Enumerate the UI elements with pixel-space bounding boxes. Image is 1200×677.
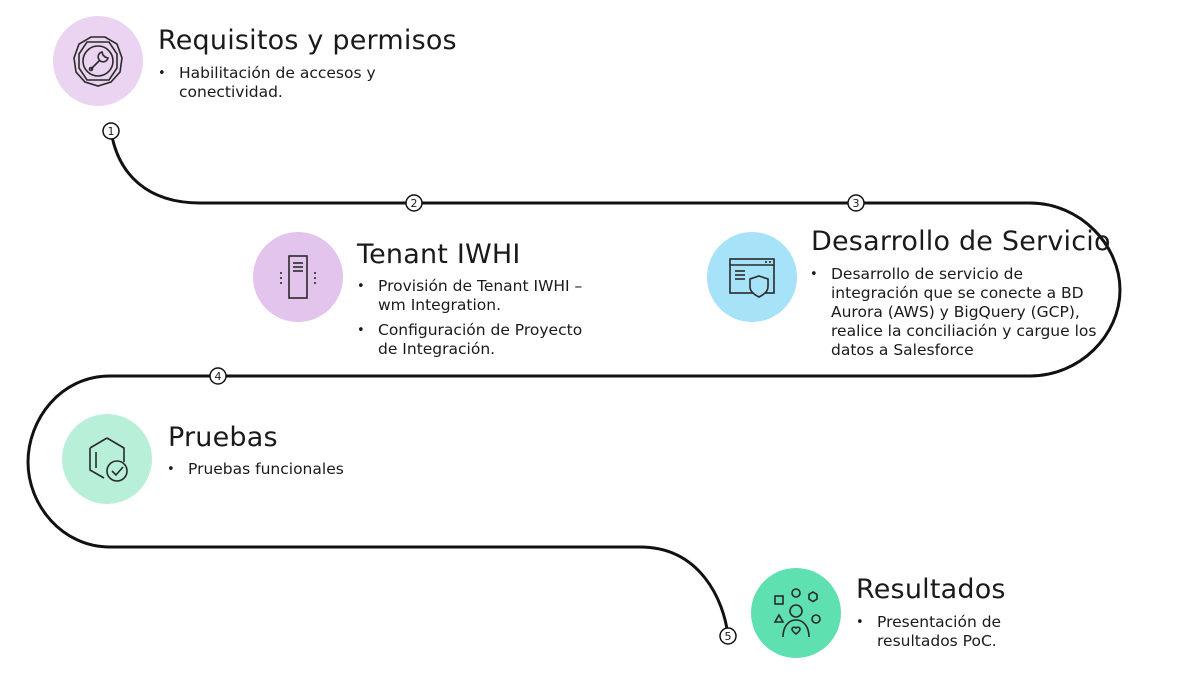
svg-text:1: 1 [108, 125, 115, 138]
server-icon [280, 255, 316, 299]
list-item: Presentación de resultados PoC. [856, 613, 1056, 651]
step-2-title: Tenant IWHI [357, 239, 521, 270]
svg-text:3: 3 [853, 197, 860, 210]
step-marker-5: 5 [719, 627, 737, 645]
svg-text:4: 4 [215, 370, 222, 383]
list-item: Configuración de Proyecto de Integración… [357, 321, 597, 359]
step-3-title: Desarrollo de Servicio [811, 226, 1111, 257]
svg-text:5: 5 [725, 630, 732, 643]
list-item: Habilitación de accesos y conectividad. [158, 64, 398, 102]
step-2-icon-circle [253, 232, 343, 322]
step-5-title: Resultados [856, 574, 1006, 605]
step-3-icon-circle [707, 232, 797, 322]
step-marker-1: 1 [102, 122, 120, 140]
step-3-bullets: Desarrollo de servicio de integración qu… [810, 265, 1100, 366]
step-5-icon-circle [751, 568, 841, 658]
step-marker-4: 4 [209, 367, 227, 385]
step-2-bullets: Provisión de Tenant IWHI – wm Integratio… [357, 277, 597, 365]
people-shapes-icon [773, 588, 821, 638]
step-4-title: Pruebas [168, 422, 278, 453]
list-item: Provisión de Tenant IWHI – wm Integratio… [357, 277, 597, 315]
wrench-icon [73, 36, 123, 87]
hexagon-check-icon [89, 437, 128, 482]
svg-text:2: 2 [411, 197, 418, 210]
step-1-icon-circle [53, 16, 143, 106]
step-marker-3: 3 [847, 194, 865, 212]
step-1-title: Requisitos y permisos [158, 25, 457, 56]
roadmap-line [26, 130, 1122, 637]
step-4-icon-circle [62, 414, 152, 504]
step-1-bullets: Habilitación de accesos y conectividad. [158, 64, 398, 108]
list-item: Desarrollo de servicio de integración qu… [810, 265, 1100, 360]
step-marker-2: 2 [405, 194, 423, 212]
list-item: Pruebas funcionales [167, 460, 407, 479]
step-4-bullets: Pruebas funcionales [167, 460, 407, 485]
secure-window-icon [729, 258, 775, 298]
step-5-bullets: Presentación de resultados PoC. [856, 613, 1056, 657]
